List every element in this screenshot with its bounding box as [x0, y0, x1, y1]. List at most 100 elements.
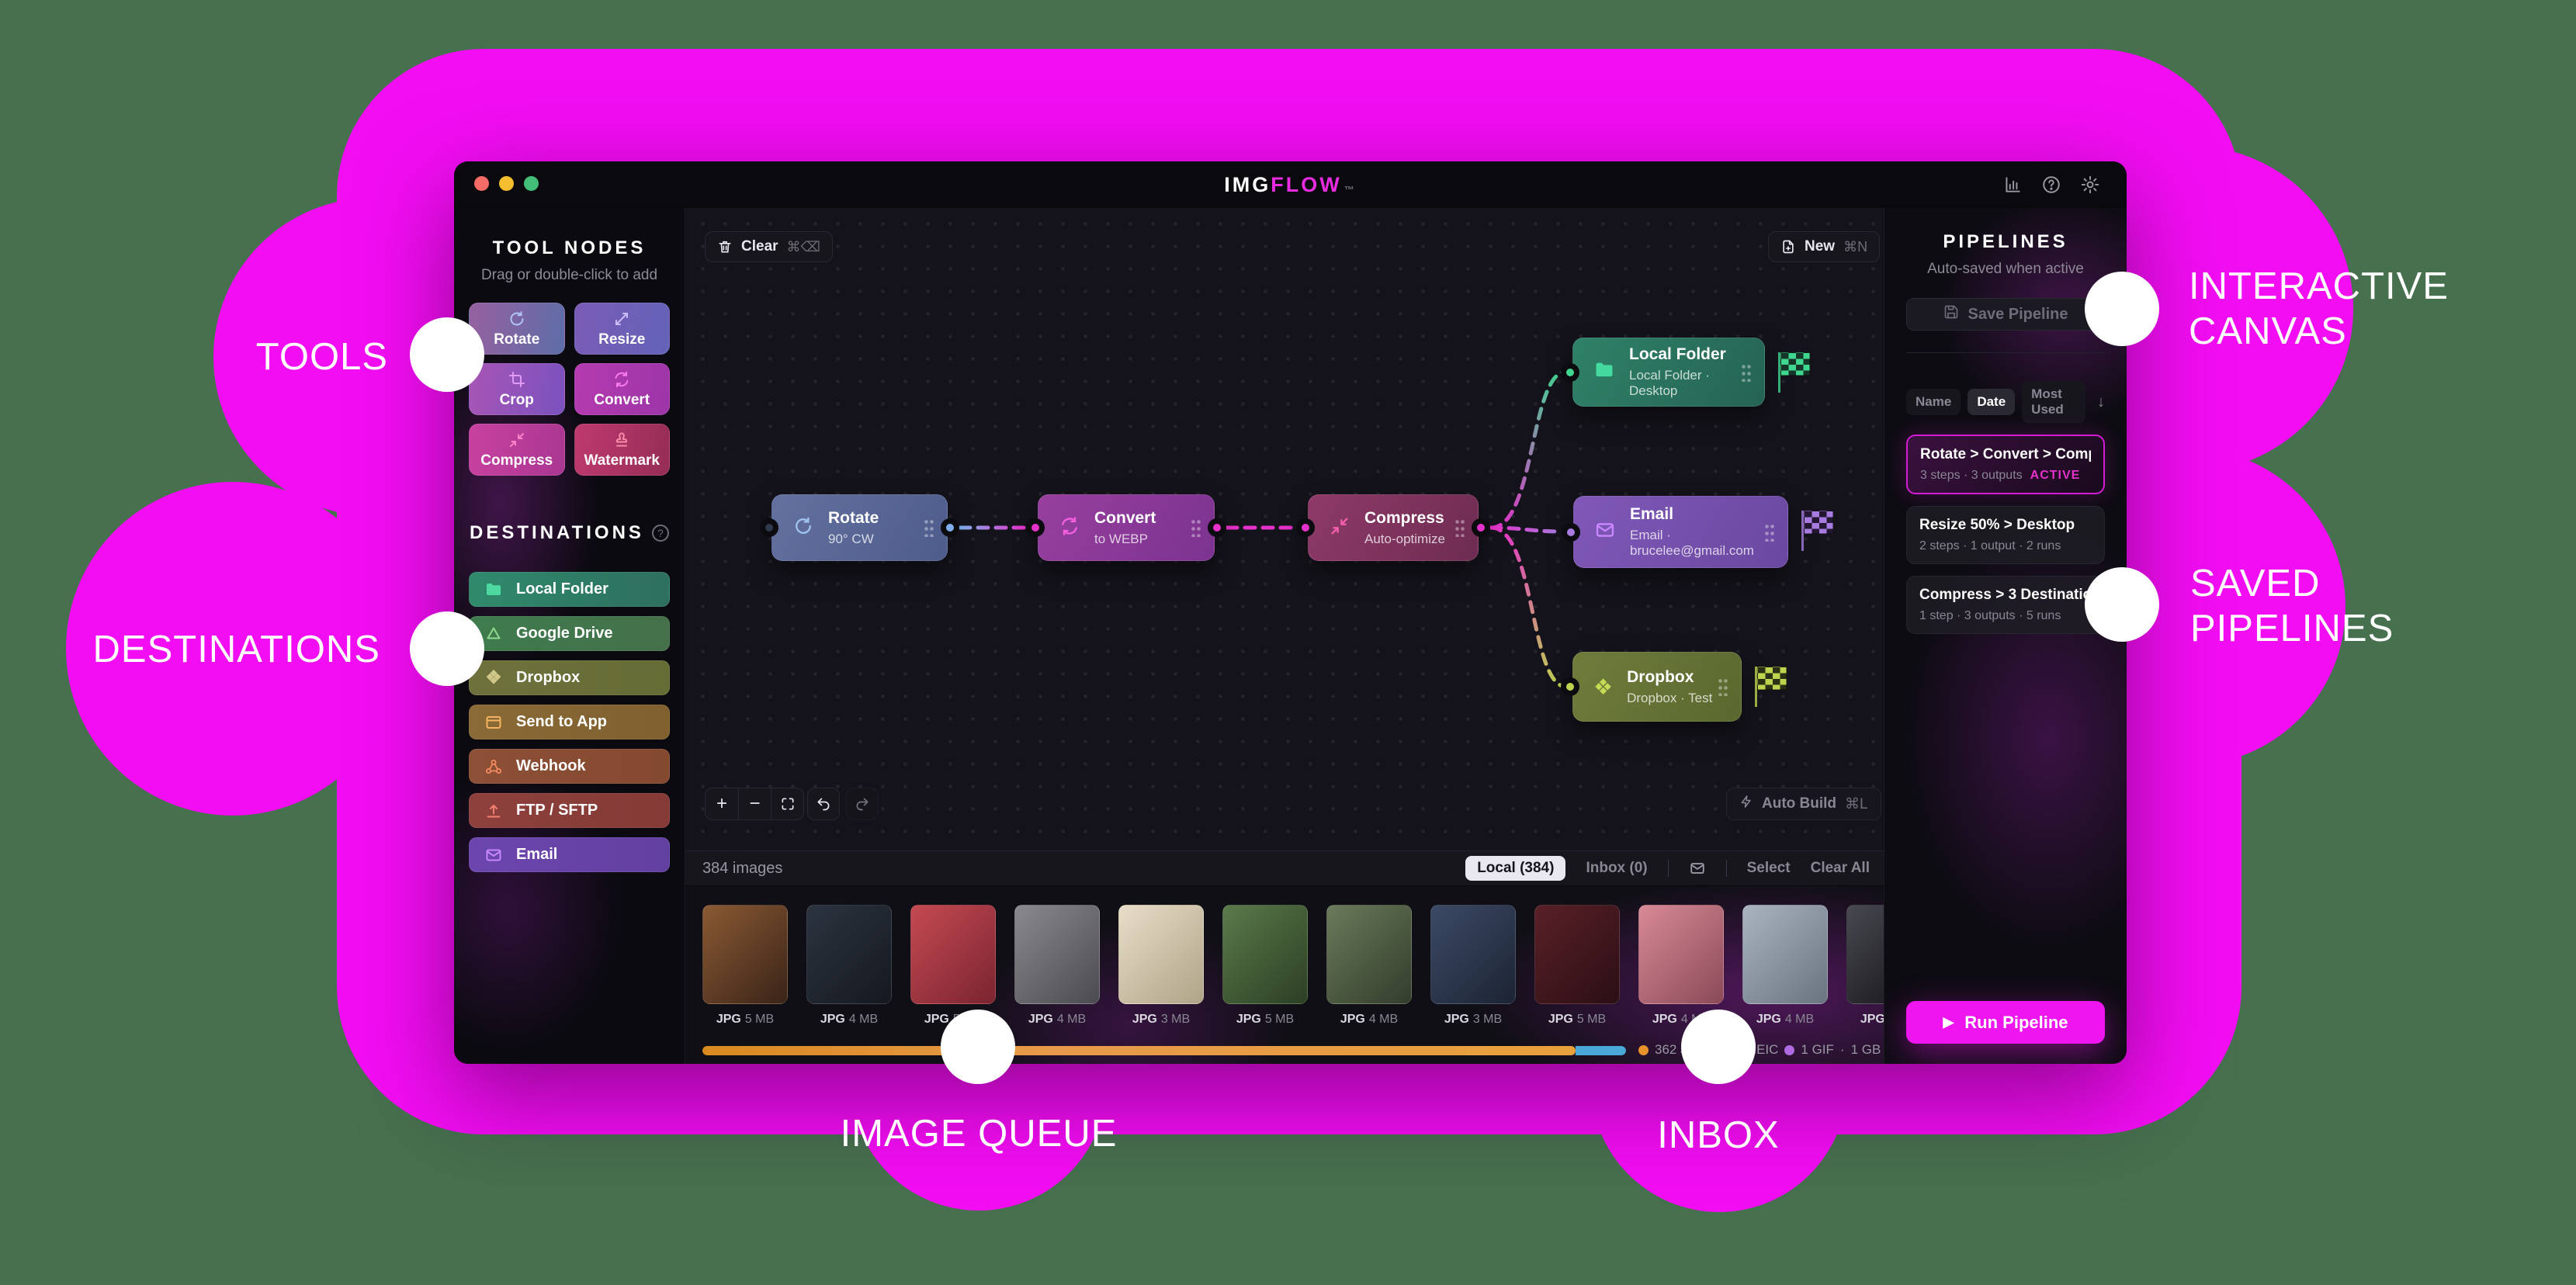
- clear-canvas-button[interactable]: Clear ⌘⌫: [705, 231, 833, 262]
- input-port[interactable]: [1561, 677, 1579, 696]
- drag-handle[interactable]: [924, 518, 934, 537]
- tool-watermark[interactable]: Watermark: [574, 424, 670, 476]
- window-zoom-button[interactable]: [524, 176, 539, 191]
- pipeline-canvas[interactable]: Clear ⌘⌫ New ⌘N Rotate 90°: [685, 208, 1884, 850]
- canvas-node-dropbox[interactable]: ❖ Dropbox Dropbox · Test: [1561, 652, 1787, 722]
- output-port[interactable]: [1472, 518, 1490, 537]
- canvas-node-compress[interactable]: Compress Auto-optimize: [1296, 494, 1490, 561]
- clear-label: Clear: [741, 238, 778, 255]
- pipeline-card[interactable]: Resize 50% > Desktop 2 steps · 1 output …: [1906, 506, 2105, 564]
- thumbnail-image: [1326, 905, 1412, 1004]
- tool-compress[interactable]: Compress: [469, 424, 565, 476]
- window-minimize-button[interactable]: [499, 176, 514, 191]
- destination-google-drive[interactable]: Google Drive: [469, 616, 670, 651]
- sort-name[interactable]: Name: [1906, 389, 1961, 415]
- fit-view-button[interactable]: [771, 788, 803, 819]
- canvas-node-local-folder[interactable]: Local Folder Local Folder · Desktop: [1561, 338, 1810, 407]
- node-title: Email: [1630, 505, 1674, 523]
- stats-icon[interactable]: [2002, 175, 2023, 195]
- pipeline-card-active[interactable]: Rotate > Convert > Compre... 3 steps · 3…: [1906, 435, 2105, 494]
- thumbnail-image: [1534, 905, 1620, 1004]
- pipeline-card[interactable]: Compress > 3 Destinations 1 step · 3 out…: [1906, 576, 2105, 634]
- pipeline-meta: 3 steps · 3 outputs: [1920, 469, 2023, 482]
- compress-icon: [508, 431, 526, 449]
- destination-ftp-sftp[interactable]: FTP / SFTP: [469, 793, 670, 828]
- run-pipeline-button[interactable]: ▶ Run Pipeline: [1906, 1001, 2105, 1044]
- input-port[interactable]: [760, 518, 778, 537]
- destination-webhook[interactable]: Webhook: [469, 749, 670, 784]
- thumb-format: JPG: [820, 1013, 845, 1026]
- canvas-node-email[interactable]: Email Email · brucelee@gmail.com: [1562, 496, 1833, 568]
- pipeline-meta: 2 steps · 1 output · 2 runs: [1919, 539, 2061, 552]
- undo-button[interactable]: [807, 788, 840, 820]
- window-close-button[interactable]: [474, 176, 489, 191]
- input-port[interactable]: [1561, 362, 1579, 382]
- sort-most-used[interactable]: Most Used: [2022, 381, 2085, 423]
- tab-inbox[interactable]: Inbox (0): [1586, 860, 1648, 876]
- resize-icon: [612, 310, 631, 328]
- output-port[interactable]: [941, 518, 959, 537]
- input-port[interactable]: [1562, 522, 1580, 542]
- destination-label: Send to App: [516, 713, 608, 730]
- compress-icon: [1329, 515, 1350, 541]
- trash-icon: [717, 239, 733, 255]
- thumb-size: 4 MB: [1784, 1013, 1815, 1026]
- save-pipeline-button[interactable]: Save Pipeline: [1906, 298, 2105, 331]
- thumb-format: JPG: [1652, 1013, 1677, 1026]
- clear-all-button[interactable]: Clear All: [1810, 860, 1870, 876]
- tool-crop[interactable]: Crop: [469, 363, 565, 415]
- destination-local-folder[interactable]: Local Folder: [469, 572, 670, 607]
- zoom-in-button[interactable]: +: [716, 793, 727, 814]
- tab-local[interactable]: Local (384): [1465, 856, 1566, 881]
- tool-rotate[interactable]: Rotate: [469, 303, 565, 355]
- drag-handle[interactable]: [1741, 362, 1752, 382]
- canvas-node-rotate[interactable]: Rotate 90° CW: [760, 494, 959, 561]
- thumbnail-image: [1638, 905, 1724, 1004]
- drag-handle[interactable]: [1718, 677, 1728, 696]
- save-pipeline-label: Save Pipeline: [1968, 305, 2068, 323]
- new-pipeline-button[interactable]: New ⌘N: [1768, 231, 1881, 262]
- folder-icon: [1593, 359, 1615, 385]
- output-port[interactable]: [1208, 518, 1226, 537]
- callout-dot-image-queue: [941, 1010, 1015, 1084]
- sort-direction-icon[interactable]: ↓: [2097, 393, 2105, 410]
- canvas-node-convert[interactable]: Convert to WEBP: [1026, 494, 1226, 561]
- input-port[interactable]: [1296, 518, 1315, 537]
- thumb-format: JPG: [1132, 1013, 1157, 1026]
- select-button[interactable]: Select: [1746, 860, 1791, 876]
- blob-bump-destinations: [66, 482, 400, 816]
- destination-dropbox[interactable]: ❖ Dropbox: [469, 660, 670, 695]
- help-icon[interactable]: [2041, 175, 2061, 195]
- sort-date[interactable]: Date: [1968, 389, 2016, 415]
- tool-convert[interactable]: Convert: [574, 363, 670, 415]
- destination-email[interactable]: Email: [469, 837, 670, 872]
- drag-handle[interactable]: [1454, 518, 1465, 537]
- zoom-out-button[interactable]: −: [738, 788, 771, 819]
- pipeline-title: Resize 50% > Desktop: [1919, 517, 2075, 533]
- settings-gear-icon[interactable]: [2080, 175, 2100, 195]
- redo-button[interactable]: [846, 788, 879, 820]
- input-port[interactable]: [1026, 518, 1045, 537]
- destination-send-to-app[interactable]: Send to App: [469, 705, 670, 739]
- drag-handle[interactable]: [1764, 522, 1775, 542]
- tool-resize[interactable]: Resize: [574, 303, 670, 355]
- pipeline-title: Compress > 3 Destinations: [1919, 587, 2092, 603]
- destinations-help-icon[interactable]: ?: [651, 525, 669, 542]
- center-column: Clear ⌘⌫ New ⌘N Rotate 90°: [685, 208, 1884, 1064]
- inbox-mail-icon[interactable]: [1689, 860, 1706, 877]
- drag-handle[interactable]: [1191, 518, 1201, 537]
- auto-build-button[interactable]: Auto Build ⌘L: [1726, 788, 1881, 820]
- lightning-icon: [1739, 795, 1753, 813]
